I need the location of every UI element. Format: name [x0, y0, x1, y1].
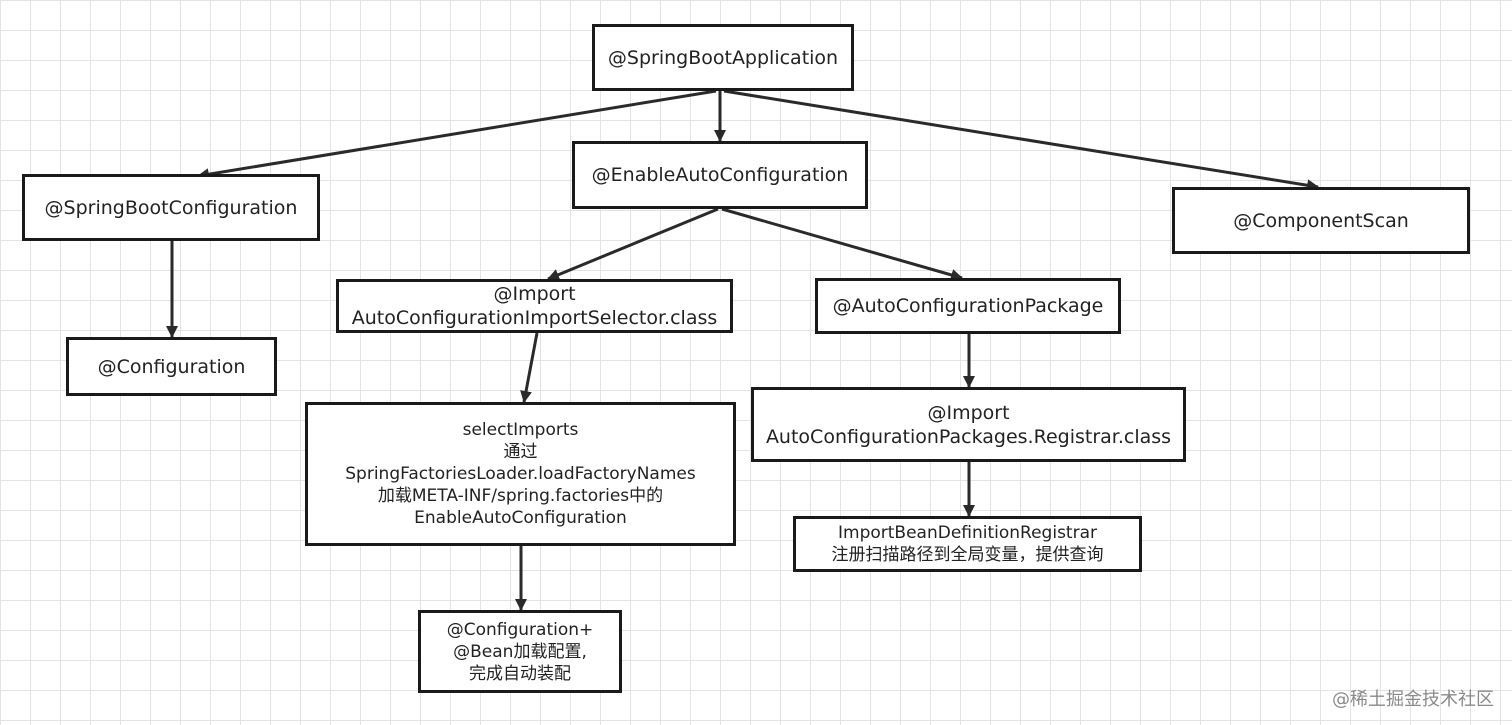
node-component-scan: @ComponentScan — [1172, 187, 1470, 254]
node-text: @EnableAutoConfiguration — [591, 164, 849, 186]
node-text: @AutoConfigurationPackage — [832, 295, 1104, 317]
node-text: 通过 — [503, 442, 538, 462]
node-text: ImportBeanDefinitionRegistrar — [838, 523, 1097, 543]
node-configuration: @Configuration — [66, 337, 277, 396]
node-import-bean-definition-registrar: ImportBeanDefinitionRegistrar 注册扫描路径到全局变… — [793, 516, 1142, 572]
node-text: @Import — [927, 401, 1010, 424]
node-text: @Import — [493, 283, 576, 305]
node-text: EnableAutoConfiguration — [414, 508, 627, 528]
node-spring-boot-application: @SpringBootApplication — [592, 24, 854, 91]
node-import-autoconfiguration-import-selector: @Import AutoConfigurationImportSelector.… — [336, 279, 733, 333]
node-text: @Configuration — [97, 355, 246, 378]
node-text: AutoConfigurationPackages.Registrar.clas… — [765, 425, 1172, 448]
edge-enableauto-to-autoconfigpackage — [721, 207, 963, 281]
node-select-imports: selectImports 通过 SpringFactoriesLoader.l… — [305, 402, 736, 546]
edge-importselector-to-selectimports — [520, 332, 539, 403]
node-import-auto-configuration-packages-registrar: @Import AutoConfigurationPackages.Regist… — [751, 387, 1186, 462]
node-spring-boot-configuration: @SpringBootConfiguration — [22, 174, 320, 241]
watermark-text: @稀土掘金技术社区 — [1332, 689, 1494, 710]
node-text: SpringFactoriesLoader.loadFactoryNames — [345, 464, 696, 484]
node-text: @Bean加载配置, — [453, 641, 587, 662]
node-text: @ComponentScan — [1233, 209, 1409, 232]
node-text: @SpringBootConfiguration — [44, 196, 298, 219]
node-text: AutoConfigurationImportSelector.class — [351, 307, 718, 329]
node-text: selectImports — [462, 420, 579, 440]
node-text: 完成自动装配 — [469, 663, 571, 684]
node-text: @SpringBootApplication — [607, 46, 839, 69]
node-enable-auto-configuration: @EnableAutoConfiguration — [572, 141, 868, 209]
node-text: 加载META-INF/spring.factories中的 — [377, 486, 664, 506]
node-text: @Configuration+ — [446, 619, 594, 640]
node-configuration-bean: @Configuration+ @Bean加载配置, 完成自动装配 — [418, 610, 622, 693]
node-text: 注册扫描路径到全局变量，提供查询 — [831, 545, 1104, 565]
edge-app-to-componentscan — [723, 89, 1319, 192]
edge-enableauto-to-importselector — [547, 207, 719, 281]
edge-app-to-bootconfig — [197, 89, 717, 181]
node-auto-configuration-package: @AutoConfigurationPackage — [815, 278, 1121, 334]
